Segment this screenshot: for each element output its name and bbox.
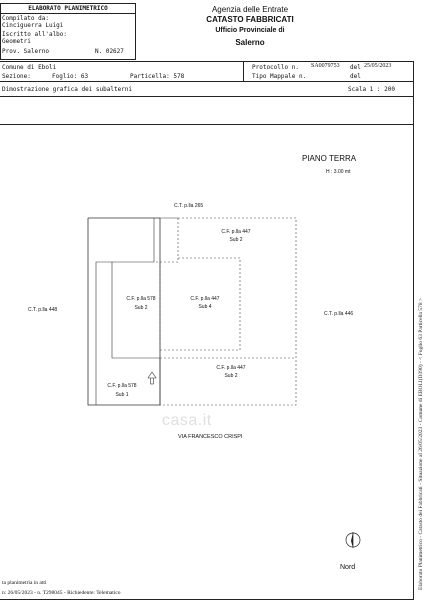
particella-label: Particella: 578 bbox=[130, 73, 185, 80]
inner-wall-top bbox=[112, 218, 155, 263]
dashed-boundary-right bbox=[160, 217, 297, 406]
office-name: Ufficio Provinciale di bbox=[215, 27, 285, 34]
footer-line-2: n: 26/05/2023 - n. T298045 - Richiedente… bbox=[2, 590, 121, 596]
building-outline bbox=[87, 218, 161, 406]
province-label: Prov. Salerno bbox=[2, 48, 49, 55]
demo-row-section-border bbox=[0, 124, 414, 125]
compiled-by-name: Cinciguerra Luigi bbox=[2, 22, 64, 29]
demo-row-label: Dimostrazione grafica dei subalterni bbox=[2, 86, 133, 93]
info-row-divider bbox=[243, 61, 244, 81]
ct-left-label: C.T. p.lla 448 bbox=[28, 307, 58, 313]
doc-title: ELABORATO PLANIMETRICO bbox=[28, 5, 108, 12]
del-value: 25/05/2023 bbox=[364, 63, 392, 69]
registered-value: Geometri bbox=[2, 38, 31, 45]
catasto-title: CATASTO FABBRICATI bbox=[206, 15, 294, 24]
dashed-boundary-sub4 bbox=[159, 257, 241, 351]
cf-578-sub1-sub: Sub 1 bbox=[115, 392, 129, 398]
entrance-arrow-icon bbox=[147, 371, 157, 385]
header-title-divider bbox=[0, 13, 136, 14]
header-left-box bbox=[0, 3, 136, 60]
comune-label: Comune di Eboli bbox=[2, 64, 57, 71]
north-label: Nord bbox=[340, 564, 356, 571]
ct-top-label: C.T. p.lla 265 bbox=[174, 203, 204, 209]
protocollo-label: Protocollo n. bbox=[252, 64, 299, 71]
office-city: Salerno bbox=[235, 38, 265, 47]
watermark-text: casa.it bbox=[162, 412, 212, 429]
north-arrow-icon bbox=[345, 532, 361, 548]
agency-name: Agenzia delle Entrate bbox=[211, 5, 289, 14]
tipo-mappale-label: Tipo Mappale n. bbox=[252, 73, 307, 80]
scale-label: Scala 1 : 200 bbox=[348, 86, 395, 93]
cf-447-sub2-top-label: C.F. p.lla 447 bbox=[221, 229, 251, 235]
cf-447-sub2-bottom-label: C.F. p.lla 447 bbox=[216, 365, 246, 371]
footer-line-1: ta planimetria in atti bbox=[2, 580, 47, 586]
cf-578-sub1-label: C.F. p.lla 578 bbox=[107, 383, 137, 389]
foglio-label: Foglio: 63 bbox=[52, 73, 89, 80]
street-label: VIA FRANCESCO CRISPI bbox=[178, 434, 243, 440]
cf-578-sub2-sub: Sub 2 bbox=[134, 305, 148, 311]
compiled-by-label: Compilato da: bbox=[2, 15, 49, 22]
cf-578-sub2-label: C.F. p.lla 578 bbox=[126, 296, 156, 302]
cf-447-sub2-bottom-sub: Sub 2 bbox=[224, 373, 238, 379]
ct-right-label: C.T. p.lla 446 bbox=[324, 311, 354, 317]
cf-447-sub4-label: C.F. p.lla 447 bbox=[190, 296, 220, 302]
sezione-label: Sezione: bbox=[2, 73, 31, 80]
del2-label: del bbox=[350, 73, 361, 80]
info-row-bottom-border bbox=[0, 81, 414, 82]
number-label: N. 02627 bbox=[95, 48, 124, 55]
floor-title: PIANO TERRA bbox=[302, 154, 357, 163]
dashed-boundary-sub2-top bbox=[154, 218, 179, 263]
info-row-top-border bbox=[0, 61, 414, 62]
cf-447-sub2-top-sub: Sub 2 bbox=[229, 237, 243, 243]
registered-label: Iscritto all'albo: bbox=[2, 31, 68, 38]
cf-447-sub4-sub: Sub 4 bbox=[198, 304, 212, 310]
info-row-right-border bbox=[413, 61, 414, 125]
floor-height: H : 3.00 mt bbox=[326, 169, 351, 175]
demo-row-bottom-border bbox=[0, 96, 414, 97]
side-stamp-text: Elaborato Planimetrico - Catasto dei Fab… bbox=[418, 297, 424, 590]
del-label: del bbox=[350, 64, 361, 71]
protocollo-value: SA0079753 bbox=[311, 63, 340, 69]
